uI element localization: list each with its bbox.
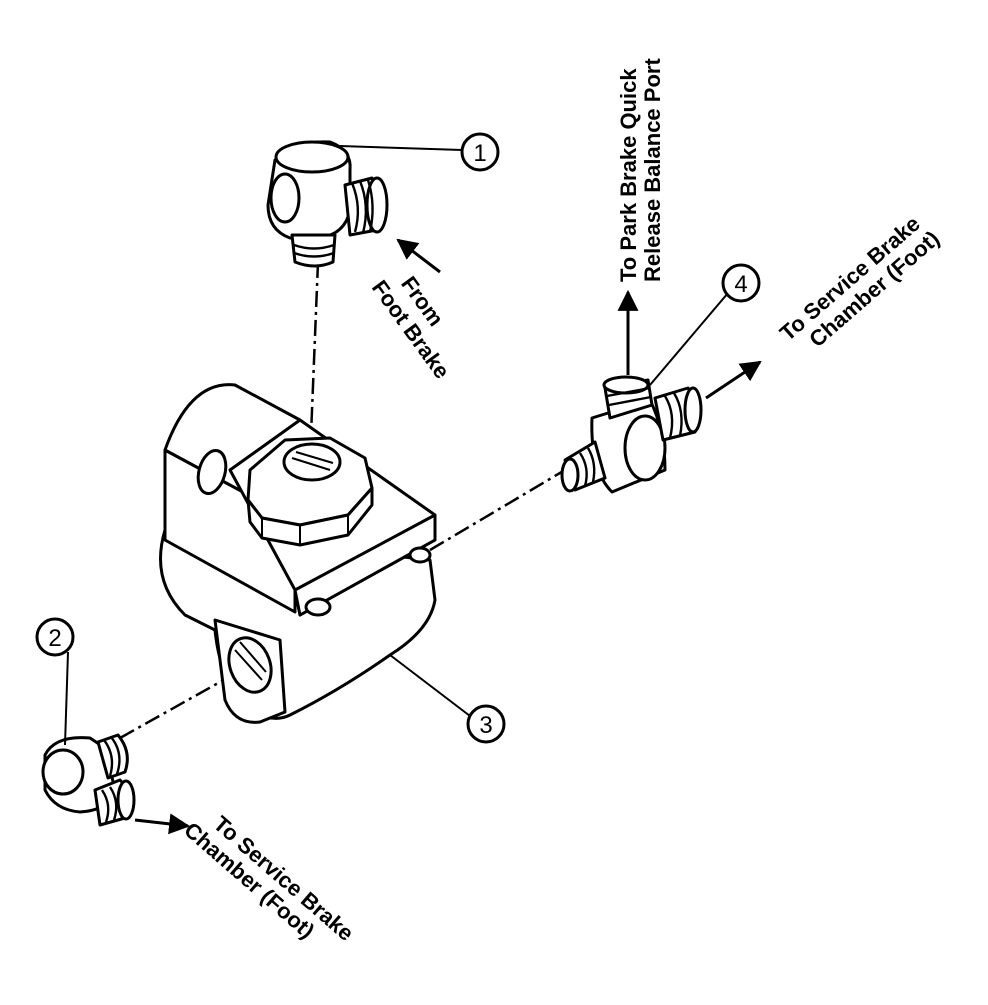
callout-3-circle (466, 704, 506, 744)
tee-right-end (683, 386, 703, 434)
hex-nut-side (246, 486, 374, 547)
callout-4: 4 (721, 263, 761, 303)
tee-fitting-part-4 (560, 375, 703, 494)
elbow-side-face (269, 172, 301, 224)
bracket-mounting-hole (196, 448, 228, 496)
label-from-foot-brake: From Foot Brake (367, 272, 455, 384)
elbow2-side-face (41, 748, 85, 796)
arrow-to-service-brake-right (705, 360, 762, 400)
label-to-park-brake-line-1: To Park Brake Quick (616, 68, 641, 282)
tee-side-face (623, 414, 667, 482)
boss-1 (304, 597, 332, 617)
callout-2: 2 (35, 617, 75, 657)
callout-2-number: 2 (48, 625, 61, 652)
callout-2-circle (35, 617, 75, 657)
valve-body-part-3 (159, 383, 437, 724)
elbow-cap (274, 140, 350, 174)
top-port-thread (291, 451, 334, 471)
tee-right-thread (663, 392, 683, 439)
elbow2-top-thread (103, 736, 121, 777)
label-to-service-brake-right: To Service Brake Chamber (Foot) (775, 211, 944, 352)
tee-left-end (560, 457, 580, 493)
centerline-elbow-1 (308, 261, 320, 461)
side-port-thread (234, 641, 267, 681)
elbow-fitting-part-1 (266, 140, 389, 268)
centerline-tee-4 (429, 468, 566, 552)
callout-4-number: 4 (734, 271, 747, 298)
leader-4 (649, 292, 729, 386)
elbow-bottom-thread (293, 243, 335, 258)
tee-top-thread (606, 386, 652, 407)
flow-arrows (134, 238, 762, 835)
bracket-top-plate-edge (293, 513, 437, 617)
elbow-bottom-nipple (290, 233, 337, 268)
leader-3 (389, 654, 471, 717)
elbow2-outlet-end (116, 779, 136, 821)
tee-left-thread (578, 447, 596, 487)
label-to-service-brake-left: To Service Brake Chamber (Foot) (179, 811, 358, 946)
callout-4-circle (721, 263, 761, 303)
elbow-fitting-part-2 (41, 733, 136, 827)
callout-1-number: 1 (473, 140, 486, 167)
callout-1-circle (460, 132, 500, 172)
label-to-park-brake-line-2: Release Balance Port (640, 58, 665, 282)
label-to-park-brake: To Park Brake Quick Release Balance Port (616, 58, 665, 282)
boss-2 (408, 546, 432, 564)
elbow-outlet-thread (350, 179, 374, 234)
leader-1 (339, 145, 463, 151)
leader-2 (64, 651, 69, 746)
leader-lines (64, 145, 729, 746)
callout-3-number: 3 (479, 712, 492, 739)
elbow2-outlet-thread (100, 786, 118, 823)
arrow-from-foot-brake (396, 238, 441, 274)
callout-3: 3 (466, 704, 506, 744)
arrow-to-service-brake-left (134, 813, 191, 835)
callout-1: 1 (460, 132, 500, 172)
